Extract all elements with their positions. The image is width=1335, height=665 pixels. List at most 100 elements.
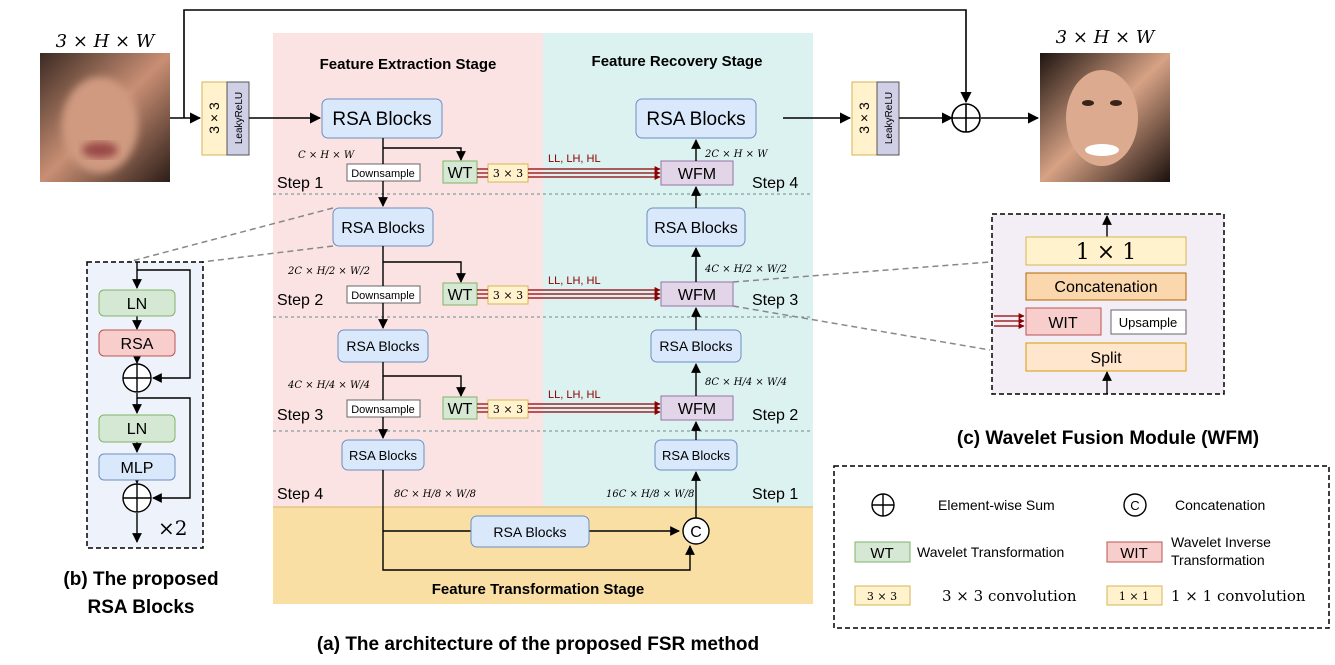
wt-1: WT 3 × 3 [442,160,529,184]
legend-wit-label-1: Wavelet Inverse [1171,534,1271,550]
input-lrelu-label: LeakyReLU [234,92,245,144]
bands-label-1: LL, LH, HL [548,153,601,165]
wt-1-label: WT [448,165,473,182]
rsa-detail-ln-1-label: LN [127,296,147,313]
dim-d3: 4C × H/4 × W/4 [287,380,370,391]
concat-node: C [682,517,710,545]
wfm-detail-split: Split [1025,342,1187,372]
recover-rsa-4: RSA Blocks [635,98,757,139]
wfm-2-label: WFM [678,287,716,304]
dim-d2: 2C × H/2 × W/2 [287,266,370,277]
step-separators [273,193,813,432]
step-r1: Step 1 [752,486,798,503]
downsample-1: Downsample [346,163,421,182]
extraction-flow-arrows [378,138,695,571]
legend-sum-icon [871,493,895,517]
transform-rsa: RSA Blocks [470,515,590,548]
caption-b-line2: RSA Blocks [88,597,195,618]
downsample-1-label: Downsample [351,168,415,180]
main-flow-arrows [170,9,1040,124]
input-conv-label: 3 × 3 [206,102,222,134]
dim-r3: 4C × H/2 × W/2 [704,264,787,275]
dim-d4: 8C × H/8 × W/8 [394,489,476,500]
rsa-detail-rsa-label: RSA [121,336,154,353]
downsample-2-label: Downsample [351,290,415,302]
wfm-detail-wit-label: WIT [1048,315,1078,332]
output-face-image [1040,53,1170,182]
legend-wit-swatch-label: WIT [1120,545,1148,562]
wfm-detail-upsample: Upsample [1110,309,1187,335]
legend-wit-swatch: WIT [1106,541,1163,563]
rsa-detail-ln-1: LN [98,289,176,317]
wfm-3-label: WFM [678,401,716,418]
band-arrows [477,166,661,415]
input-face-image [40,53,170,182]
wfm-3: WFM [660,395,734,421]
rsa-detail-mlp-label: MLP [121,460,154,477]
wfm-detail-conv1-label: 1 × 1 [1076,240,1136,265]
downsample-2: Downsample [346,285,421,304]
legend-wit-label-2: Transformation [1171,552,1265,568]
wfm-detail-concat: Concatenation [1025,272,1187,301]
downsample-3-label: Downsample [351,404,415,416]
legend-panel [833,465,1330,629]
downsample-3: Downsample [346,399,421,418]
legend-wt-label: Wavelet Transformation [917,544,1064,560]
recovery-stage-title: Feature Recovery Stage [592,53,763,70]
caption-b-line1: (b) The proposed [63,569,218,590]
conv3-3-label: 3 × 3 [493,403,523,416]
dim-r4: 2C × H × W [704,149,768,160]
transformation-stage-title: Feature Transformation Stage [432,581,645,598]
legend-conv3-label: 3 × 3 convolution [942,587,1077,605]
top-sum-node [951,103,981,133]
dim-r1: 16C × H/8 × W/8 [606,489,694,500]
step-r4: Step 4 [752,175,798,192]
recover-rsa-3: RSA Blocks [646,207,746,247]
rsa-detail-ln-2: LN [98,414,176,443]
conv3-2-label: 3 × 3 [493,289,523,302]
wfm-2: WFM [660,281,734,307]
step-r2: Step 2 [752,407,798,424]
legend-sum-label: Element-wise Sum [938,497,1055,513]
wfm-detail-split-label: Split [1090,350,1122,367]
input-conv-block: 3 × 3 LeakyReLU [201,81,250,156]
extract-rsa-1: RSA Blocks [321,98,443,139]
rsa-detail-mlp: MLP [98,453,176,481]
output-conv-label: 3 × 3 [856,102,872,134]
wt-3-label: WT [448,401,473,418]
step-e1: Step 1 [277,175,323,192]
step-e2: Step 2 [277,292,323,309]
conv3-1-label: 3 × 3 [493,167,523,180]
recover-rsa-1: RSA Blocks [654,439,738,471]
extract-rsa-1-label: RSA Blocks [332,109,431,130]
recover-rsa-2-label: RSA Blocks [659,338,732,354]
concat-node-label: C [690,524,702,541]
wfm-1-label: WFM [678,166,716,183]
step-r3: Step 3 [752,292,798,309]
recovery-flow-arrows [589,139,701,536]
extract-rsa-4: RSA Blocks [341,439,425,471]
wfm-detail-conv1: 1 × 1 [1025,236,1187,266]
extract-rsa-4-label: RSA Blocks [349,448,417,463]
rsa-detail-ln-2-label: LN [127,421,147,438]
rsa-detail-times2: ×2 [158,516,187,540]
recover-rsa-3-label: RSA Blocks [654,220,738,237]
rsa-detail-rsa: RSA [98,329,176,357]
bands-label-3: LL, LH, HL [548,389,601,401]
recover-rsa-2: RSA Blocks [650,329,742,363]
legend-conv1-swatch-label: 1 × 1 [1119,590,1149,603]
bands-label-2: LL, LH, HL [548,275,601,287]
legend-wt-swatch-label: WT [870,545,893,562]
legend-conv3-swatch: 3 × 3 [854,585,911,606]
step-e3: Step 3 [277,407,323,424]
extract-rsa-2: RSA Blocks [332,207,434,247]
output-size-label: 3 × H × W [1056,27,1156,48]
recover-rsa-1-label: RSA Blocks [662,448,730,463]
rsa-detail-sum-2 [122,483,152,513]
input-size-label: 3 × H × W [56,31,156,52]
wt-3: WT 3 × 3 [442,396,529,420]
legend-wt-swatch: WT [854,541,911,563]
extraction-stage-title: Feature Extraction Stage [320,56,497,73]
dim-d1: C × H × W [298,150,355,161]
